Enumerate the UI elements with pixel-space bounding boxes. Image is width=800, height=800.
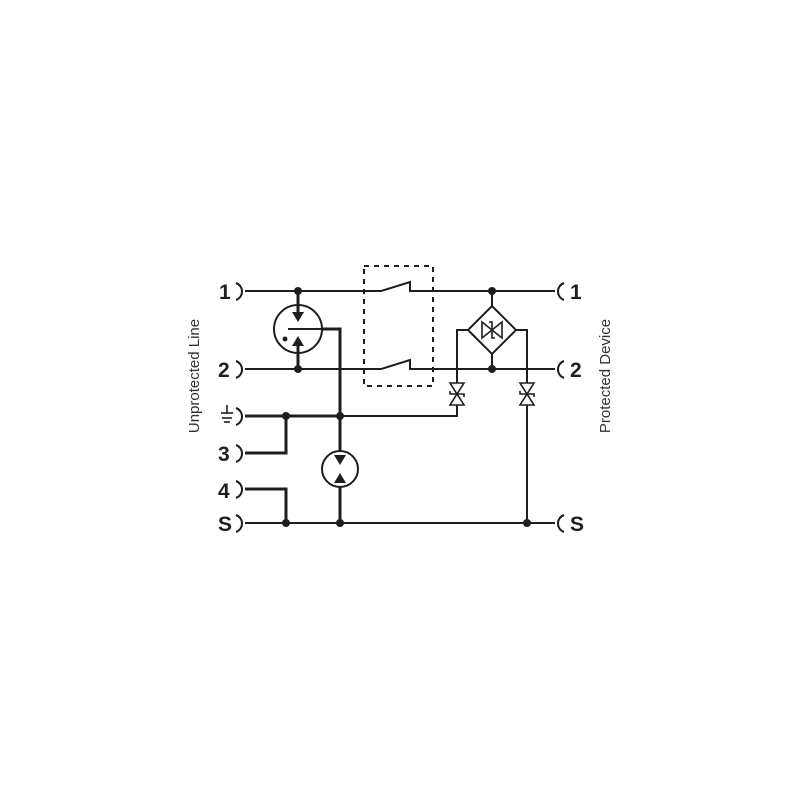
left-terminal-2-label: 2	[218, 359, 230, 382]
left-terminal-s-label: S	[218, 513, 232, 536]
left-terminal-3-label: 3	[218, 443, 230, 466]
left-connector-arcs	[235, 282, 243, 533]
junction-dots	[282, 287, 531, 527]
right-terminal-2-label: 2	[570, 359, 582, 382]
decoupling-box	[363, 265, 434, 387]
ground-icon	[221, 405, 233, 423]
unprotected-line-label: Unprotected Line	[186, 319, 203, 433]
two-electrode-gdt	[321, 416, 359, 523]
right-terminal-1-label: 1	[570, 281, 582, 304]
line-2-wire	[245, 358, 555, 370]
right-connector-arcs	[557, 282, 565, 533]
tvs-diode-left	[448, 382, 466, 406]
tvs-diode-right	[518, 382, 536, 523]
line-1-wire	[245, 280, 555, 292]
left-terminal-1-label: 1	[219, 281, 231, 304]
protected-device-label: Protected Device	[597, 319, 614, 433]
terminal-4-link	[245, 487, 288, 523]
left-terminal-4-label: 4	[218, 480, 230, 503]
right-terminal-s-label: S	[570, 513, 584, 536]
ground-rail	[245, 405, 458, 455]
three-electrode-gdt	[273, 291, 342, 417]
